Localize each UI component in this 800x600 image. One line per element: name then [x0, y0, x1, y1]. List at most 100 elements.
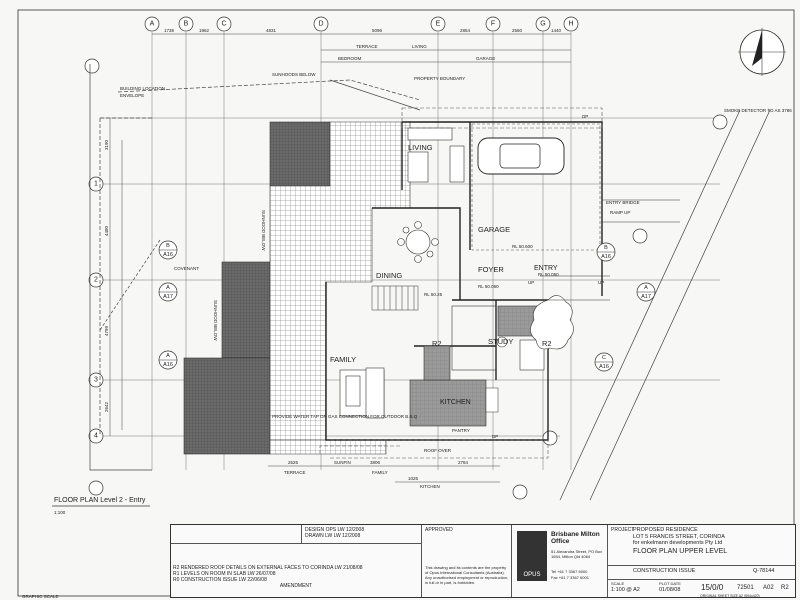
property-boundary — [89, 64, 771, 501]
firm-fax: Fax +61 7 3367 6001 — [551, 575, 589, 580]
svg-text:E: E — [436, 21, 441, 28]
label-up-1: UP — [528, 280, 534, 285]
svg-text:B: B — [184, 21, 189, 28]
room-entry: ENTRY — [534, 265, 558, 272]
room-dining: DINING — [376, 271, 402, 280]
label-sunhood-below-left: SUNHOOD BELOW — [213, 300, 218, 341]
room-garage: GARAGE — [478, 225, 510, 234]
label-roof-over: ROOF OVER — [424, 448, 452, 453]
family-sofa — [339, 367, 385, 419]
dim-top-2: 1962 — [199, 28, 210, 33]
tb-scale: 1:100 @ A2 — [611, 587, 640, 593]
room-kitchen: KITCHEN — [440, 399, 471, 406]
dim-sub-b-family: FAMILY — [372, 470, 388, 475]
grid-bubble-d: D — [313, 16, 329, 32]
grid-bubbles-columns: A B C D E F G H — [144, 16, 579, 32]
dim-sub-b-kitchen: KITCHEN — [420, 484, 440, 489]
dim-sub-living: LIVING — [412, 44, 427, 49]
dim-left-4: 2642 — [104, 401, 109, 412]
grid-bubble-blank-mid — [542, 430, 558, 446]
label-r2-left: R2 — [432, 339, 442, 348]
firm-phone: Tel +61 7 3367 6000 — [551, 569, 588, 574]
tb-date: 01/08/08 — [659, 587, 681, 593]
dim-bottom-2: 3806 — [370, 460, 381, 465]
study-chair-icon — [496, 336, 508, 348]
tb-divider — [171, 543, 421, 544]
bottom-dimensions — [268, 465, 500, 483]
grid-bubble-blank-top — [84, 58, 100, 74]
grid-bubble-4: 4 — [88, 428, 104, 444]
svg-text:F: F — [491, 21, 495, 28]
tb-scale-label: SCALE — [611, 581, 625, 586]
terrace-strip — [269, 439, 387, 455]
dim-top-6: 2560 — [512, 28, 523, 33]
room-foyer: FOYER — [478, 265, 504, 274]
dim-top-5: 2854 — [460, 28, 471, 33]
dim-left-1: 3190 — [104, 139, 109, 150]
lower-left-dark-block — [183, 357, 271, 455]
dim-top-3: 4831 — [266, 28, 277, 33]
kitchen-bench — [409, 379, 487, 427]
svg-text:A16: A16 — [599, 364, 609, 370]
label-sunfin: SUNFIN — [334, 460, 351, 465]
dim-sub-terrace: TERRACE — [356, 44, 378, 49]
svg-text:A16: A16 — [601, 254, 611, 260]
svg-text:3: 3 — [94, 377, 98, 384]
svg-text:B: B — [604, 245, 608, 251]
label-rl-entry: RL 50.050 — [538, 272, 559, 277]
svg-text:2: 2 — [94, 277, 98, 284]
label-sunhoods-below: SUNHOODS BELOW — [272, 72, 316, 77]
label-dp-1: DP — [582, 114, 588, 119]
svg-text:C: C — [602, 355, 606, 361]
label-rl-foyer: RL 50.050 — [478, 284, 499, 289]
svg-text:D: D — [318, 21, 323, 28]
grid-bubble-e: E — [430, 16, 446, 32]
label-up-2: UP — [598, 280, 604, 285]
grid-bubble-b: B — [178, 16, 194, 32]
svg-text:B: B — [166, 243, 170, 249]
tb-divider — [607, 525, 608, 597]
tb-footer: ORIGINAL SHEET SIZE A2 (594x420) — [700, 594, 760, 598]
grid-bubble-f: F — [485, 16, 501, 32]
label-ramp-up: RAMP UP — [610, 210, 630, 215]
tb-revisions: R2 RENDERED ROOF DETAILS ON EXTERNAL FAC… — [173, 565, 363, 589]
north-arrow-icon — [738, 28, 786, 76]
svg-text:G: G — [540, 21, 545, 28]
caption-scale: 1:100 — [54, 510, 66, 515]
room-living: LIVING — [408, 143, 433, 152]
dim-left-2: 4480 — [104, 225, 109, 236]
plan-caption: FLOOR PLAN Level 2 - Entry 1:100 — [52, 497, 150, 515]
tb-rev: R2 — [781, 585, 789, 591]
living-furniture — [407, 127, 465, 183]
grid-bubble-blank-right — [712, 114, 728, 130]
mid-left-dark-block — [221, 261, 271, 359]
section-marker-3: B A16 — [596, 242, 616, 262]
stair-icon — [371, 285, 419, 311]
dim-top-4: 5096 — [372, 28, 383, 33]
tb-divider — [301, 525, 302, 543]
dim-top-7: 1440 — [551, 28, 562, 33]
label-rl-stair: RL 50.25 — [424, 292, 443, 297]
roof-outline — [319, 107, 603, 459]
tb-dwg: A02 — [763, 585, 774, 591]
tb-divider — [421, 525, 422, 597]
dining-table-icon — [397, 221, 439, 263]
label-entry-bridge: ENTRY BRIDGE — [606, 200, 640, 205]
dim-bottom-4: 1025 — [408, 476, 419, 481]
label-pantry: PANTRY — [452, 428, 470, 433]
caption-title: FLOOR PLAN Level 2 - Entry — [54, 497, 146, 504]
grid-bubble-blank-bottom — [88, 480, 104, 496]
grid-bubble-h: H — [563, 16, 579, 32]
firm-name: Brisbane Milton Office — [551, 531, 600, 545]
label-r2-right: R2 — [542, 339, 552, 348]
label-sunhood-below-mid: SUNHOOD BELOW — [261, 210, 266, 251]
tb-project: PROPOSED RESIDENCE LOT 5 FRANCIS STREET,… — [633, 527, 793, 556]
label-rl-garage: RL 50.600 — [512, 244, 533, 249]
svg-text:A: A — [166, 285, 170, 291]
grid-bubble-blank-br — [512, 484, 528, 500]
tb-status: CONSTRUCTION ISSUE — [633, 568, 696, 574]
